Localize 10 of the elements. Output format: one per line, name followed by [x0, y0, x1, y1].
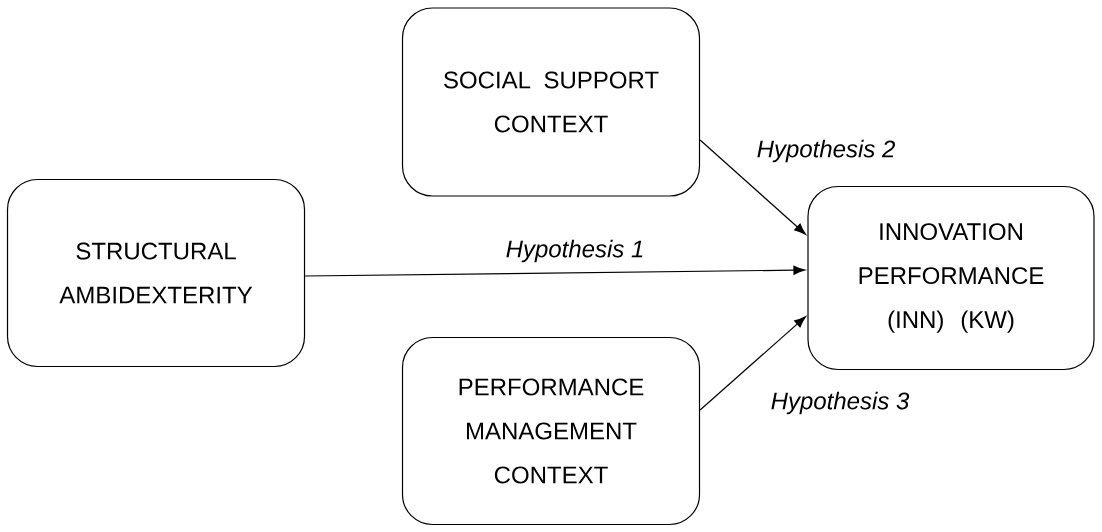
- arrow: [699, 139, 807, 235]
- rounded-box: INNOVATION PERFORMANCE (INN) (KW): [807, 185, 1095, 371]
- edge-label: Hypothesis 3: [769, 390, 911, 416]
- edge-label: Hypothesis 2: [755, 138, 897, 164]
- arrow: [304, 265, 806, 277]
- rounded-box: SOCIAL SUPPORT CONTEXT: [401, 7, 701, 197]
- arrow: [699, 316, 807, 411]
- edge-label: Hypothesis 1: [504, 238, 646, 264]
- rounded-box: STRUCTURAL AMBIDEXTERITY: [6, 178, 306, 368]
- rounded-box: PERFORMANCE MANAGEMENT CONTEXT: [401, 336, 701, 526]
